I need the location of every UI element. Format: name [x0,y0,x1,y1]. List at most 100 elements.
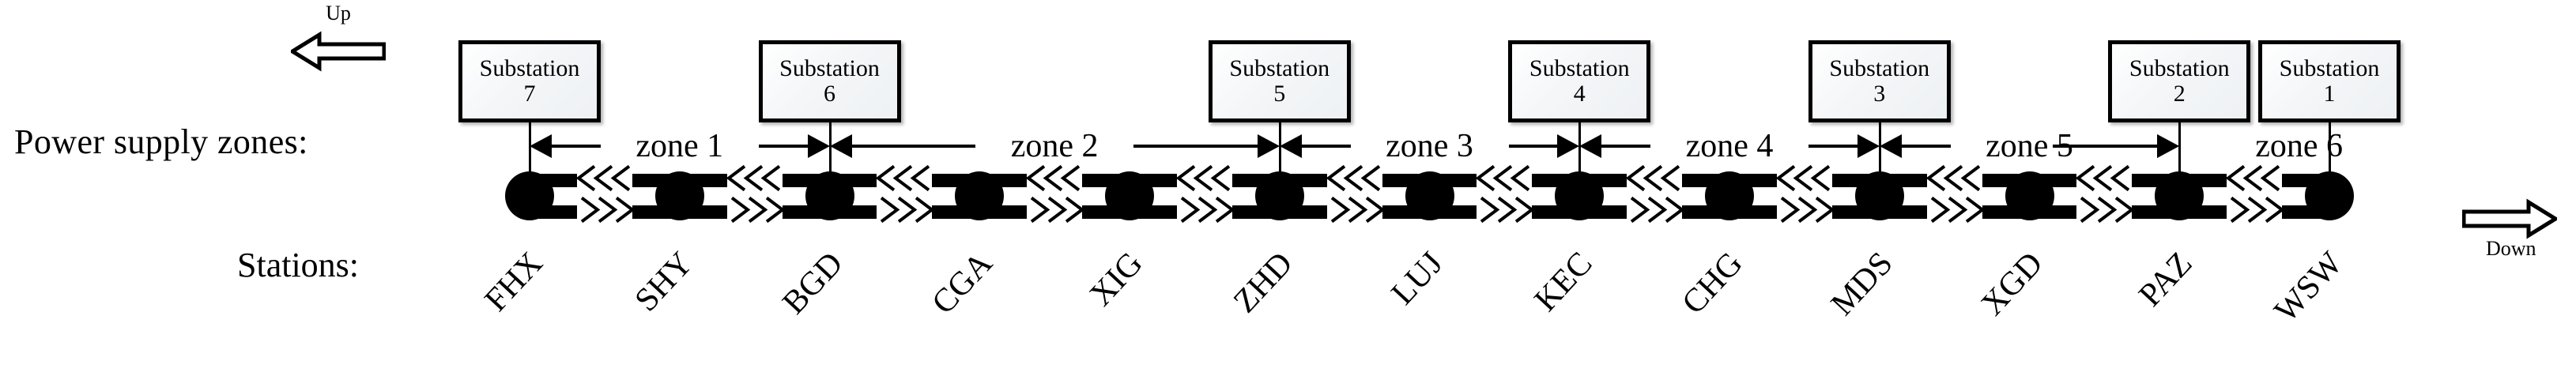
chevron-right-icon [721,195,789,229]
station-label-kec: KEC [1527,245,1600,319]
zone-measure-line [1901,145,1951,148]
chevron-right-icon [1771,195,1839,229]
stations-row-label: Stations: [237,246,360,284]
zone-arrowhead-right-icon [807,134,830,158]
station-label-wsw: WSW [2267,245,2350,329]
up-direction-label: Up [326,2,351,24]
chevron-left-icon [1921,164,1989,197]
substation-feeder-line [828,122,832,196]
substation-name-label: Substation [479,55,580,81]
station-node-shy[interactable] [654,171,704,220]
station-label-xig: XIG [1083,245,1150,314]
power-supply-zones-row-label: Power supply zones: [14,122,308,161]
substation-feeder-line [529,122,531,196]
down-direction-label: Down [2486,237,2536,260]
station-node-cga[interactable] [955,171,1005,220]
zone-label-3: zone 3 [1386,128,1473,164]
zone-label-2: zone 2 [1010,128,1099,164]
zone-measure-line [851,145,976,148]
substation-name-label: Substation [1229,55,1330,81]
chevron-left-icon [870,164,938,197]
zone-arrowhead-right-icon [1557,134,1580,158]
station-label-paz: PAZ [2132,245,2200,314]
chevron-left-icon [1771,164,1839,197]
zone-measure-line [1508,145,1558,148]
zone-arrowhead-right-icon [1257,134,1280,158]
zone-measure-line [758,145,808,148]
station-label-fhx: FHX [477,245,550,319]
substation-number-label: 3 [1873,81,1886,107]
station-label-zhd: ZHD [1226,245,1300,321]
substation-number-label: 4 [1573,81,1586,107]
substation-name-label: Substation [779,55,880,81]
chevron-right-icon [2220,195,2288,229]
chevron-right-icon [870,195,938,229]
zone-arrowhead-left-icon [530,134,552,158]
down-direction-arrow-icon [2461,197,2559,244]
zone-label-6: zone 6 [2255,128,2344,164]
substation-name-label: Substation [2279,55,2380,81]
zone-arrowhead-left-icon [1279,134,1302,158]
chevron-right-icon [571,195,639,229]
substation-feeder-line [1278,122,1281,196]
station-label-luj: LUJ [1384,245,1450,312]
zone-arrowhead-right-icon [2157,134,2180,158]
substation-feeder-line [1578,122,1582,196]
station-node-xgd[interactable] [2005,171,2054,220]
chevron-left-icon [721,164,789,197]
zone-arrowhead-left-icon [1579,134,1602,158]
zone-measure-line [552,145,601,148]
zone-measure-line [1133,145,1258,148]
zone-arrowhead-left-icon [829,134,852,158]
substation-name-label: Substation [2129,55,2230,81]
substation-number-label: 5 [1273,81,1286,107]
substation-feeder-line [1878,122,1881,196]
up-direction-arrow-icon [289,30,387,77]
station-label-cga: CGA [925,245,1000,321]
chevron-right-icon [2070,195,2138,229]
zone-arrowhead-right-icon [1857,134,1880,158]
station-label-xgd: XGD [1974,245,2050,323]
chevron-left-icon [2220,164,2288,197]
chevron-right-icon [1921,195,1989,229]
chevron-left-icon [1171,164,1239,197]
chevron-left-icon [571,164,639,197]
chevron-right-icon [1020,195,1088,229]
chevron-left-icon [1020,164,1088,197]
substation-name-label: Substation [1529,55,1630,81]
substation-feeder-line [2178,122,2182,196]
chevron-right-icon [1620,195,1688,229]
station-node-chg[interactable] [1705,171,1754,220]
zone-label-1: zone 1 [636,128,724,164]
zone-measure-line [1808,145,1858,148]
chevron-left-icon [1321,164,1389,197]
zone-measure-line [1301,145,1351,148]
substation-name-label: Substation [1829,55,1930,81]
chevron-right-icon [1321,195,1389,229]
station-node-luj[interactable] [1405,171,1454,220]
station-label-chg: CHG [1675,245,1750,321]
station-label-bgd: BGD [775,245,850,321]
chevron-left-icon [2070,164,2138,197]
chevron-right-icon [1470,195,1538,229]
substation-number-label: 2 [2173,81,2186,107]
station-label-shy: SHY [628,245,700,319]
substation-feeder-line [2329,122,2331,196]
zone-label-4: zone 4 [1685,128,1774,164]
chevron-right-icon [1171,195,1239,229]
zone-measure-line [2053,145,2158,148]
station-node-xig[interactable] [1105,171,1154,220]
substation-number-label: 6 [824,81,835,107]
zone-measure-line [1601,145,1650,148]
substation-number-label: 7 [523,81,536,107]
chevron-left-icon [1470,164,1538,197]
zone-arrowhead-left-icon [1879,134,1902,158]
